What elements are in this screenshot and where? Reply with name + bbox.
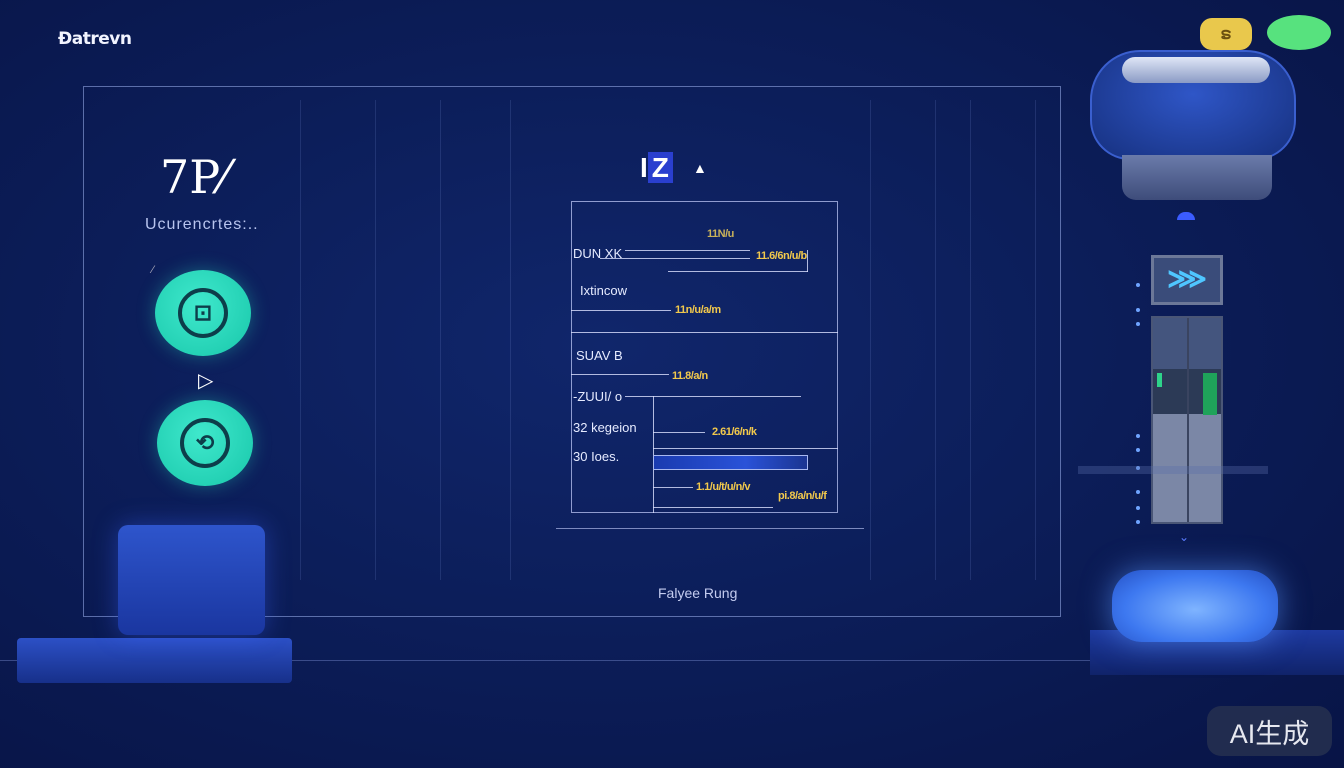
dot — [1136, 308, 1140, 312]
stack-divider — [1187, 318, 1189, 522]
metric-label: Ucurencrtes:.. — [145, 216, 259, 233]
divider — [571, 332, 838, 333]
row-line — [807, 250, 808, 272]
device-button[interactable]: ⊡ — [155, 270, 251, 356]
dot — [1136, 434, 1140, 438]
dot — [1136, 322, 1140, 326]
grid-line — [300, 100, 301, 580]
grid-line — [440, 100, 441, 580]
metric-value: 7P⁄ — [160, 150, 228, 204]
alert-icon: ▲ — [693, 160, 707, 176]
row-label: 32 kegeion — [573, 420, 637, 435]
row-line — [600, 258, 750, 259]
row-label: Ixtincow — [580, 283, 627, 298]
data-panel — [571, 201, 838, 513]
row-label: SUAV B — [576, 348, 623, 363]
row-line — [668, 271, 808, 272]
seat-object — [118, 525, 265, 635]
row-line — [653, 487, 693, 488]
panel-baseline — [556, 528, 864, 529]
row-label: DUN XK — [573, 246, 623, 261]
footer-label: Falyee Rung — [658, 585, 738, 601]
floor-line — [0, 660, 1344, 661]
dot — [1136, 520, 1140, 524]
headset-base — [1122, 155, 1272, 200]
chevron-down-icon[interactable]: ⌄ — [1179, 530, 1190, 544]
row-value: pi.8/a/n/u/f — [778, 490, 827, 502]
play-icon[interactable]: ▷ — [198, 370, 214, 392]
headset-visor — [1122, 57, 1270, 83]
shelf-line — [1078, 466, 1268, 474]
cursor-icon: ⁄ — [152, 264, 154, 276]
title-part: I — [640, 152, 648, 183]
row-value: 11n/u/a/m — [675, 304, 721, 316]
status-badge-green[interactable] — [1267, 15, 1331, 50]
device-icon: ⊡ — [178, 288, 228, 338]
swirl-button[interactable]: ⟲ — [157, 400, 253, 486]
indicator-light — [1177, 212, 1195, 220]
row-line — [653, 507, 773, 508]
grid-line — [870, 100, 871, 580]
row-line — [571, 374, 669, 375]
row-value: 2.61/6/n/k — [712, 426, 757, 438]
row-value: 1.1/u/t/u/n/v — [696, 481, 751, 493]
row-label: -ZUUI/ o — [573, 389, 623, 404]
badge-icon: ຣ — [1220, 26, 1232, 43]
ai-watermark: AI生成 — [1207, 706, 1332, 756]
swirl-icon: ⟲ — [180, 418, 230, 468]
row-value: 11.8/a/n — [672, 370, 708, 382]
green-indicator — [1203, 373, 1217, 415]
dot — [1136, 448, 1140, 452]
row-line — [625, 396, 801, 397]
grid-line — [375, 100, 376, 580]
row-value: 11.6/6n/u/b — [756, 250, 807, 262]
row-line — [653, 432, 705, 433]
dot — [1136, 506, 1140, 510]
brand-logo: Ðatrevn — [58, 29, 132, 49]
grid-line — [970, 100, 971, 580]
main-frame — [83, 86, 1061, 617]
grid-line — [935, 100, 936, 580]
progress-bar — [653, 455, 808, 470]
grid-line — [510, 100, 511, 580]
dot — [1136, 490, 1140, 494]
dot — [1136, 283, 1140, 287]
status-badge-yellow[interactable]: ຣ — [1200, 18, 1252, 50]
row-label: 30 Ioes. — [573, 449, 620, 464]
row-line — [653, 448, 838, 449]
grid-line — [1035, 100, 1036, 580]
title-part: Z — [647, 152, 673, 183]
row-line — [571, 310, 671, 311]
row-line — [625, 250, 750, 251]
row-line — [653, 396, 654, 513]
green-indicator — [1157, 373, 1162, 387]
dot — [1136, 466, 1140, 470]
platform — [17, 638, 292, 683]
thumbnail-stack[interactable] — [1151, 316, 1223, 524]
thumbnail[interactable]: ⋙ — [1151, 255, 1223, 305]
glowing-pad-button[interactable] — [1112, 570, 1278, 642]
top-tag: 11N/u — [707, 228, 734, 240]
